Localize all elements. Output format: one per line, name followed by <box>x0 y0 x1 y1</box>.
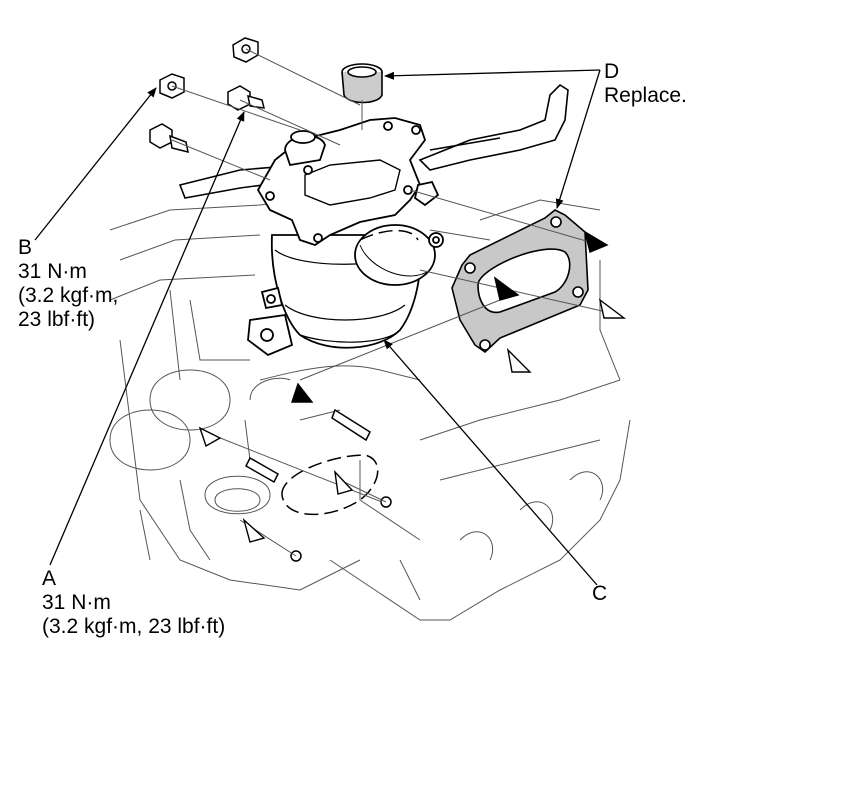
callout-d-letter: D <box>604 60 620 83</box>
callout-a-letter: A <box>42 567 57 590</box>
port-outlines <box>281 229 419 516</box>
leader-lines <box>34 69 601 586</box>
callout-b-alt-line1: (3.2 kgf·m, <box>18 284 119 307</box>
manifold-flange <box>256 117 444 248</box>
flange-gasket <box>451 209 589 354</box>
callout-a: A 31 N·m (3.2 kgf·m, 23 lbf·ft) <box>42 567 225 639</box>
catalytic-converter <box>247 224 436 357</box>
gasket-ring <box>341 63 383 104</box>
engine-block <box>109 199 631 621</box>
callout-d: D Replace. <box>604 60 687 108</box>
callout-d-note: Replace. <box>604 84 687 107</box>
callout-b-alt-line2: 23 lbf·ft) <box>18 308 96 331</box>
callout-a-alt: (3.2 kgf·m, 23 lbf·ft) <box>42 615 226 638</box>
heat-shield-bracket <box>418 83 569 171</box>
callout-b-torque: 31 N·m <box>18 260 87 283</box>
bolts <box>149 37 392 562</box>
callout-a-torque: 31 N·m <box>42 591 111 614</box>
callout-c-letter: C <box>592 582 608 605</box>
direction-arrowheads <box>198 230 627 543</box>
callout-c: C <box>592 582 607 606</box>
callout-b-letter: B <box>18 236 33 259</box>
callout-b: B 31 N·m (3.2 kgf·m, 23 lbf·ft) <box>18 236 118 332</box>
